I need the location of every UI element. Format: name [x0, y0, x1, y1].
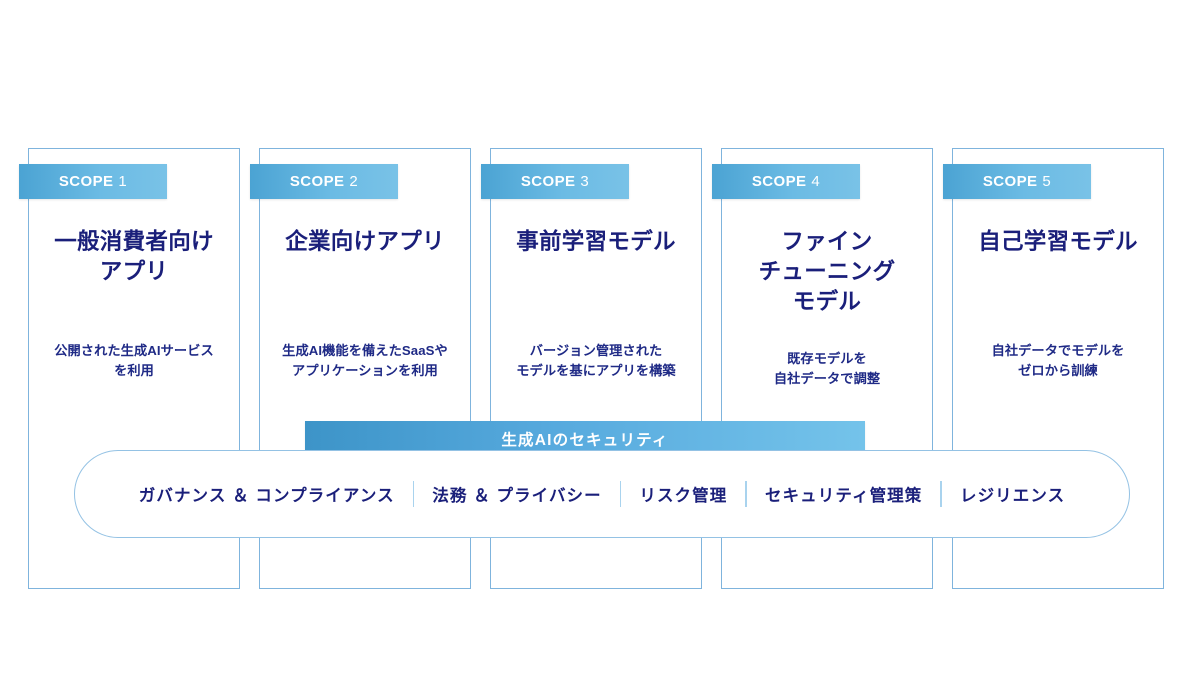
pill-item-risk-management[interactable]: リスク管理: [639, 487, 728, 505]
pill-separator-icon: [745, 481, 747, 507]
scope-card-title: 一般消費者向け アプリ: [54, 229, 214, 285]
scope-badge-word: SCOPE: [982, 173, 1038, 190]
scope-card-title: 自己学習モデル: [978, 229, 1138, 254]
scope-card-title: 事前学習モデル: [516, 229, 676, 254]
pill-separator-icon: [619, 481, 622, 507]
scope-badge-number: 1: [118, 173, 128, 190]
security-domains-pill: ガバナンス ＆ コンプライアンス 法務 ＆ プライバシー リスク管理 セキュリテ…: [74, 450, 1130, 538]
scope-card-description: 既存モデルを 自社データで調整: [773, 351, 881, 387]
scope-card-description: 生成AI機能を備えたSaaSや アプリケーションを利用: [282, 343, 448, 379]
scope-card-description: バージョン管理された モデルを基にアプリを構築: [516, 343, 676, 379]
pill-item-governance[interactable]: ガバナンス ＆ コンプライアンス: [138, 487, 395, 505]
scope-badge-word: SCOPE: [520, 173, 576, 190]
scope-badge-number: 3: [580, 173, 590, 190]
scope-card-description: 公開された生成AIサービス を利用: [54, 343, 214, 379]
scope-card-title: ファイン チューニング モデル: [758, 229, 896, 315]
scope-badge-number: 4: [811, 173, 821, 190]
scope-card-title: 企業向けアプリ: [285, 229, 445, 254]
security-banner-label: 生成AIのセキュリティ: [501, 431, 669, 449]
pill-item-legal-privacy[interactable]: 法務 ＆ プライバシー: [432, 487, 602, 505]
pill-item-resilience[interactable]: レジリエンス: [959, 487, 1066, 505]
pill-separator-icon: [940, 481, 942, 507]
pill-separator-icon: [412, 481, 415, 507]
scope-badge-number: 5: [1042, 173, 1052, 190]
pill-item-security-controls[interactable]: セキュリティ管理策: [764, 487, 923, 505]
scope-badge-word: SCOPE: [289, 173, 345, 190]
scope-badge-number: 2: [349, 173, 359, 190]
scope-badge-word: SCOPE: [58, 173, 114, 190]
scope-card-description: 自社データでモデルを ゼロから訓練: [991, 343, 1125, 379]
scope-badge-word: SCOPE: [751, 173, 807, 190]
